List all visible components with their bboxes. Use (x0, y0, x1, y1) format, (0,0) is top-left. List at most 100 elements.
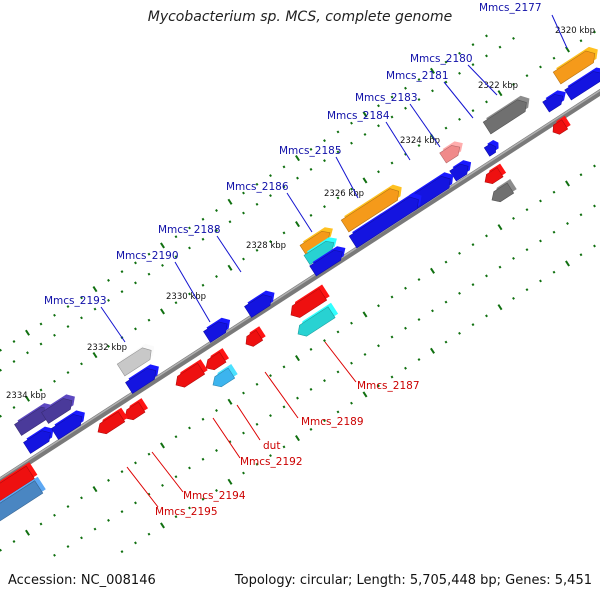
gene-mmcs-2189[interactable] (245, 326, 266, 347)
gene-label-mmcs-2190[interactable]: Mmcs_2190 (116, 250, 179, 262)
tick-mark (579, 39, 583, 43)
tick-mark (362, 111, 368, 118)
gene-label-mmcs-2192[interactable]: Mmcs_2192 (240, 456, 303, 468)
gene-label-mmcs-2189[interactable]: Mmcs_2189 (301, 416, 364, 428)
tick-mark (444, 300, 448, 304)
gene-mmcs-2192[interactable] (175, 359, 208, 388)
gene-mmcs-2196d[interactable] (51, 410, 85, 440)
tick-mark (404, 152, 407, 156)
gene-mmcs-2177[interactable] (552, 46, 598, 85)
tick-mark (485, 54, 488, 58)
tick-mark (336, 370, 340, 374)
gene-mmcs-2179m[interactable] (552, 115, 571, 135)
gene-label-mmcs-2188[interactable]: Mmcs_2188 (158, 224, 221, 236)
gene-mmcs-2182[interactable] (449, 160, 472, 182)
gene-mmcs-2196c[interactable] (23, 426, 54, 454)
tick-mark (444, 260, 448, 264)
tick-mark (242, 471, 245, 475)
gene-label-mmcs-2181[interactable]: Mmcs_2181 (386, 70, 449, 82)
tick-mark (0, 414, 2, 418)
gene-mmcs-2196b[interactable] (41, 394, 75, 424)
tick-mark (579, 213, 583, 217)
gene-label-mmcs-2183[interactable]: Mmcs_2183 (355, 92, 418, 104)
gene-mmcs-2187[interactable] (290, 284, 330, 318)
tick-mark (458, 71, 461, 75)
gene-mmcs-2186c[interactable] (309, 246, 346, 277)
tick-mark (350, 121, 353, 125)
gene-arrow-body (245, 329, 264, 347)
tick-mark (53, 313, 56, 317)
tick-mark (269, 194, 272, 198)
gene-arrow-body (340, 188, 400, 233)
tick-mark (593, 204, 596, 208)
tick-mark (66, 505, 70, 509)
tick-mark (485, 274, 488, 278)
gene-arrow-body (439, 145, 461, 164)
gene-mmcs-2188[interactable] (244, 290, 275, 318)
tick-mark (404, 86, 407, 90)
tick-mark (363, 352, 367, 356)
gene-mmcs-2195[interactable] (0, 462, 38, 508)
tick-mark (309, 347, 313, 351)
gene-mmcs-2195b[interactable] (0, 476, 46, 528)
tick-mark (242, 257, 245, 261)
tick-mark (174, 515, 178, 519)
gene-mmcs-2180[interactable] (482, 95, 530, 135)
gene-mmcs-2187b[interactable] (297, 302, 339, 337)
tick-mark (336, 196, 340, 200)
gene-arrow-body (552, 50, 596, 85)
tick-mark (160, 522, 165, 529)
gene-mmcs-2179[interactable] (542, 90, 566, 113)
tick-mark (188, 506, 191, 510)
gene-mmcs-2190[interactable] (203, 317, 231, 343)
gene-mmcs-2186[interactable] (299, 227, 333, 256)
gene-label-mmcs-2180[interactable]: Mmcs_2180 (410, 53, 473, 65)
gene-label-dut[interactable]: dut (263, 440, 280, 452)
gene-label-mmcs-2177[interactable]: Mmcs_2177 (479, 2, 542, 14)
gene-mmcs-2193b[interactable] (125, 364, 159, 394)
tick-mark (350, 187, 353, 191)
gene-label-mmcs-2193[interactable]: Mmcs_2193 (44, 295, 107, 307)
tick-mark (552, 56, 556, 60)
tick-mark (174, 435, 178, 439)
gene-mmcs-2182n[interactable] (491, 179, 517, 203)
gene-dut-b[interactable] (212, 364, 238, 388)
tick-mark (53, 333, 56, 337)
gene-dut[interactable] (205, 348, 229, 371)
tick-mark (565, 260, 570, 267)
tick-mark (485, 100, 488, 104)
tick-mark (323, 205, 326, 209)
tick-mark (282, 365, 286, 369)
gene-mmcs-2194b[interactable] (97, 407, 128, 435)
gene-label-mmcs-2187[interactable]: Mmcs_2187 (357, 380, 420, 392)
tick-mark (525, 74, 529, 78)
tick-mark (255, 182, 259, 186)
tick-mark (80, 496, 83, 500)
gene-mmcs-2185[interactable] (340, 184, 402, 233)
tick-mark (12, 360, 16, 363)
gene-mmcs-2193[interactable] (116, 343, 155, 377)
gene-mmcs-2186b[interactable] (303, 237, 337, 266)
tick-mark (471, 63, 475, 67)
tick-mark (552, 190, 556, 194)
gene-label-mmcs-2185[interactable]: Mmcs_2185 (279, 145, 342, 157)
gene-mmcs-2185b[interactable] (348, 193, 422, 249)
gene-mmcs-2183[interactable] (439, 141, 463, 164)
gene-mmcs-2194[interactable] (124, 398, 148, 421)
gene-mmcs-2182m[interactable] (484, 163, 507, 185)
kbp-label-2322: 2322 kbp (478, 81, 518, 91)
tick-mark (242, 191, 245, 195)
tick-mark (431, 89, 434, 93)
tick-mark (0, 368, 2, 372)
tick-mark (295, 155, 300, 162)
gene-label-mmcs-2186[interactable]: Mmcs_2186 (226, 181, 289, 193)
tick-mark (107, 518, 110, 522)
tick-mark (336, 330, 340, 334)
gene-label-mmcs-2195[interactable]: Mmcs_2195 (155, 506, 218, 518)
gene-mmcs-2178[interactable] (564, 67, 600, 101)
gene-label-mmcs-2194[interactable]: Mmcs_2194 (183, 490, 246, 502)
gene-mmcs-2181[interactable] (483, 140, 499, 157)
gene-label-mmcs-2184[interactable]: Mmcs_2184 (327, 110, 390, 122)
tick-mark (417, 144, 421, 148)
tick-mark (444, 340, 448, 344)
